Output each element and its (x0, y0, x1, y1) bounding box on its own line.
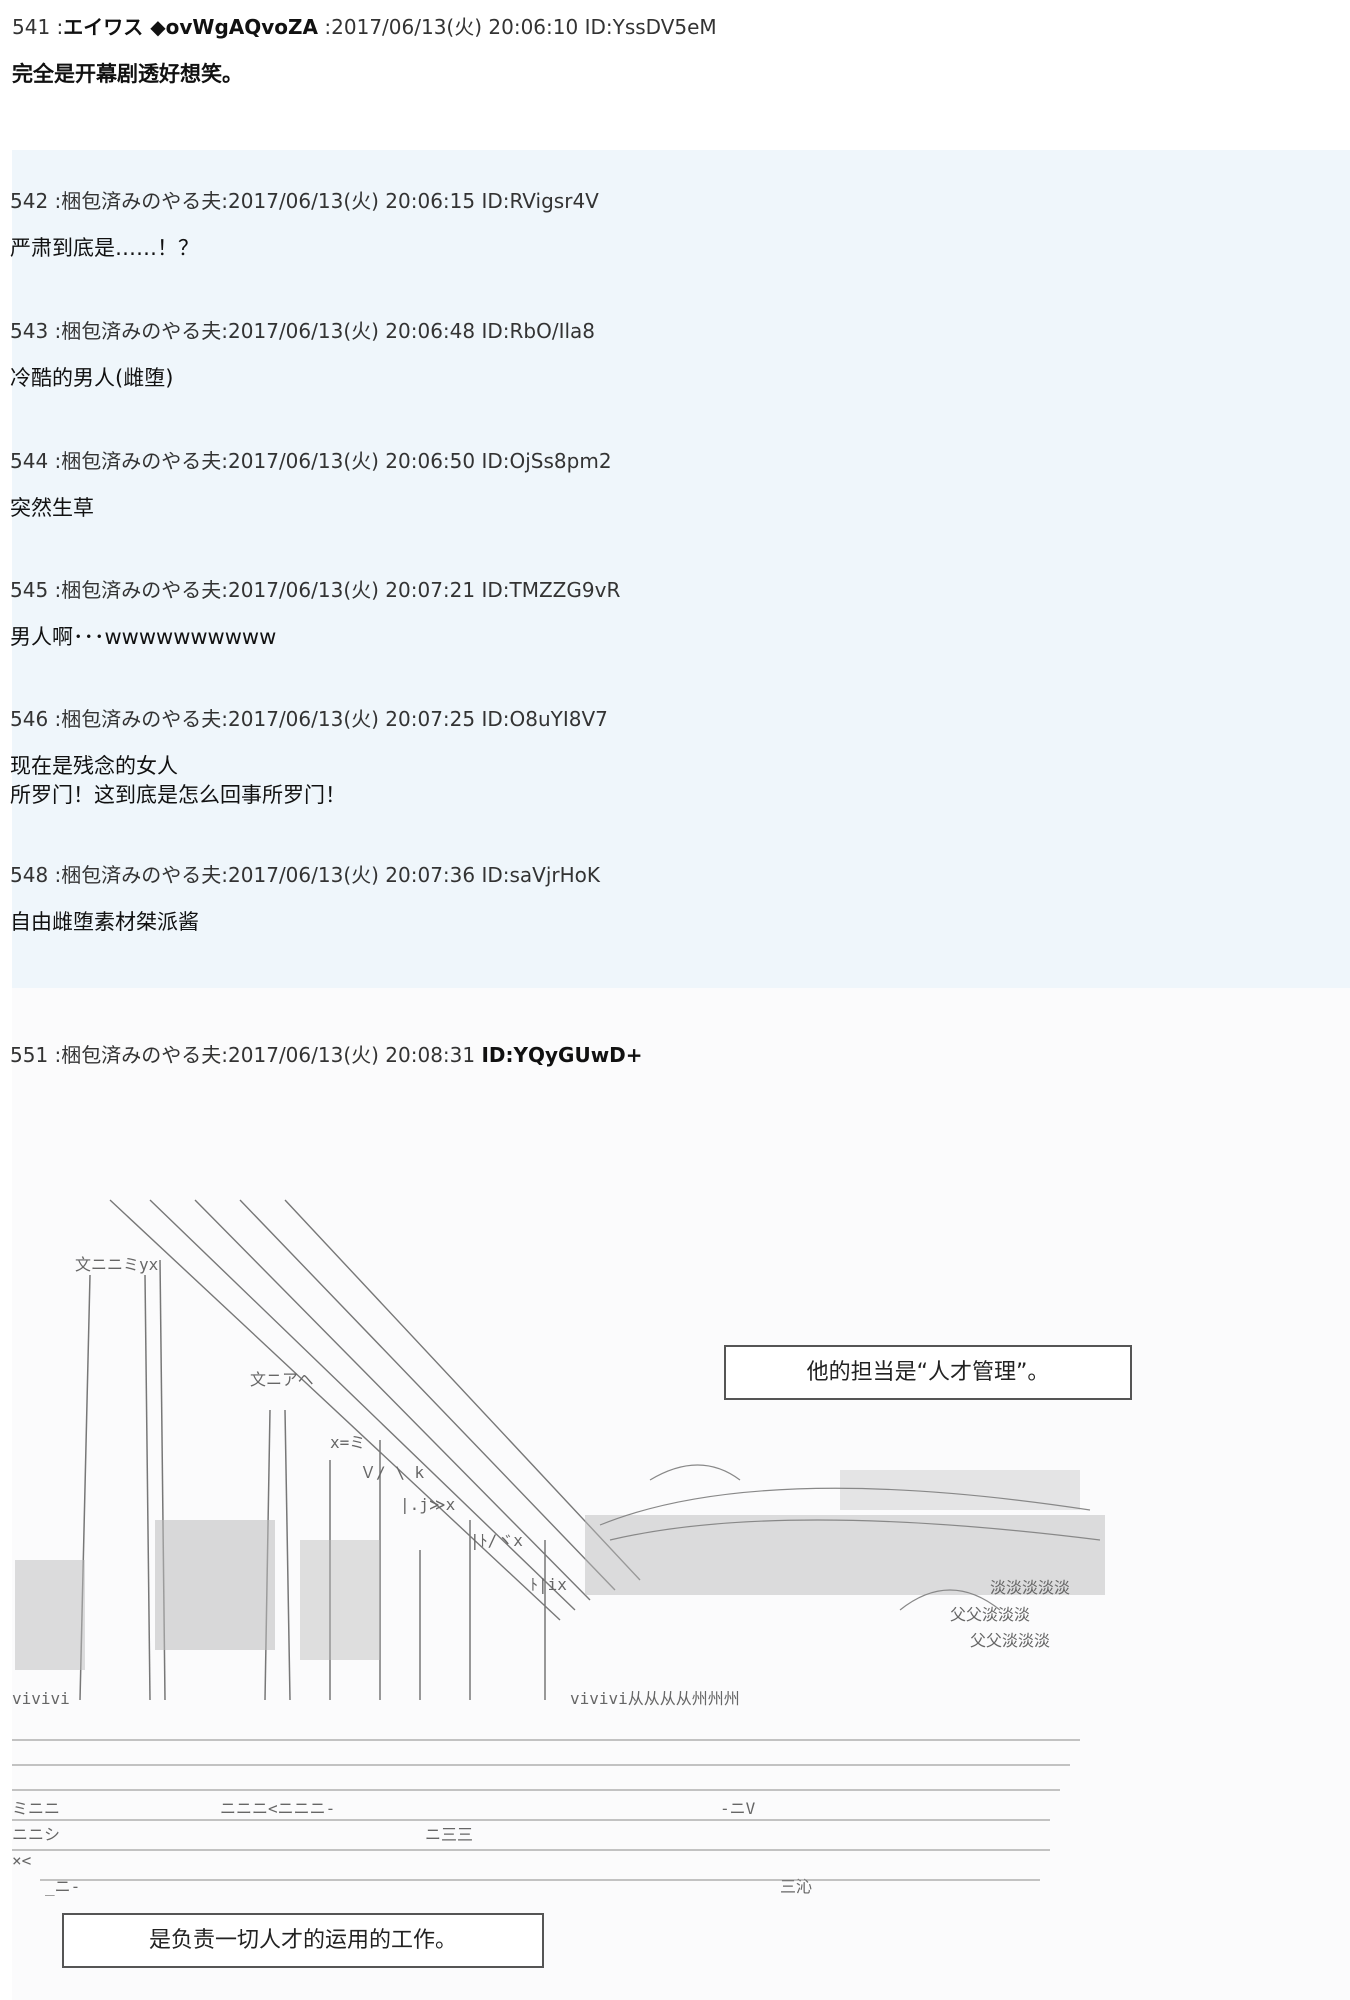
post-551-region (12, 988, 1350, 2000)
poster-id[interactable]: ID:O8uYI8V7 (481, 707, 608, 731)
light-rays (109, 1199, 641, 1621)
post-541: 541 :エイワス ◆ovWgAQvoZA :2017/06/13(火) 20:… (0, 0, 1350, 150)
svg-text:_ニ-: _ニ- (45, 1877, 80, 1896)
post-542: 542 :梱包済みのやる夫:2017/06/13(火) 20:06:15 ID:… (10, 189, 599, 260)
poster-name[interactable]: 梱包済みのやる夫 (61, 1043, 222, 1067)
post-body: 突然生草 (10, 496, 94, 520)
svg-text:父父淡淡淡: 父父淡淡淡 (950, 1605, 1030, 1624)
post-header: 541 :エイワス ◆ovWgAQvoZA :2017/06/13(火) 20:… (12, 15, 717, 39)
svg-text:Ｖ/ \ k: Ｖ/ \ k (360, 1463, 425, 1482)
post-545: 545 :梱包済みのやる夫:2017/06/13(火) 20:07:21 ID:… (10, 578, 621, 649)
poster-name[interactable]: 梱包済みのやる夫 (61, 319, 222, 343)
svg-text:文ニアヘ: 文ニアヘ (250, 1370, 314, 1389)
svg-text:×<: ×< (12, 1851, 31, 1870)
svg-text:ニ三三: ニ三三 (425, 1825, 473, 1844)
post-body: 冷酷的男人(雌堕) (10, 366, 174, 390)
svg-text:三沁: 三沁 (780, 1877, 812, 1896)
caption-box-2: 是负责一切人才的运用的工作。 (62, 1913, 544, 1968)
rooftop-curves (599, 1464, 1101, 1611)
poster-name[interactable]: エイワス ◆ovWgAQvoZA (63, 15, 319, 39)
caption-box-1: 他的担当是“人才管理”。 (724, 1345, 1132, 1400)
poster-name[interactable]: 梱包済みのやる夫 (61, 863, 222, 887)
svg-text:|.j≫x: |.j≫x (400, 1495, 456, 1514)
post-551: 551 :梱包済みのやる夫:2017/06/13(火) 20:08:31 ID:… (10, 1043, 643, 1067)
post-548: 548 :梱包済みのやる夫:2017/06/13(火) 20:07:36 ID:… (10, 863, 601, 934)
svg-text:x=ミ: x=ミ (330, 1433, 365, 1452)
poster-name[interactable]: 梱包済みのやる夫 (61, 449, 222, 473)
posts-highlight-region (12, 150, 1350, 988)
svg-text:vivivi从从从从州州州: vivivi从从从从州州州 (570, 1689, 740, 1708)
post-body: 严肃到底是……！？ (10, 236, 199, 260)
poster-id[interactable]: ID:YssDV5eM (584, 15, 717, 39)
ascii-art-illustration: 文ニニミyx 文ニアヘ x=ミ Ｖ/ \ k |.j≫x |ﾄ/ヾx ﾄ|ix … (12, 1199, 1105, 1896)
poster-id[interactable]: ID:YQyGUwD+ (481, 1043, 643, 1067)
post-546: 546 :梱包済みのやる夫:2017/06/13(火) 20:07:25 ID:… (10, 706, 608, 810)
post-body: 完全是开幕剧透好想笑。 (12, 62, 243, 86)
poster-id[interactable]: ID:RbO/Ila8 (481, 319, 596, 343)
poster-name[interactable]: 梱包済みのやる夫 (61, 707, 222, 731)
svg-text:父父淡淡淡: 父父淡淡淡 (970, 1631, 1050, 1650)
svg-text:ミニニ: ミニニ (12, 1799, 60, 1818)
svg-text:淡淡淡淡淡: 淡淡淡淡淡 (990, 1578, 1070, 1597)
svg-text:ニニニ<ニニニ-: ニニニ<ニニニ- (220, 1799, 335, 1818)
svg-text:|ﾄ/ヾx: |ﾄ/ヾx (470, 1531, 523, 1550)
post-543: 543 :梱包済みのやる夫:2017/06/13(火) 20:06:48 ID:… (10, 319, 596, 390)
caption-text: 是负责一切人才的运用的工作。 (148, 1927, 457, 1953)
poster-id[interactable]: ID:OjSs8pm2 (481, 449, 612, 473)
poster-id[interactable]: ID:saVjrHoK (481, 863, 601, 887)
svg-text:ﾄ|ix: ﾄ|ix (530, 1575, 567, 1594)
poster-id[interactable]: ID:RVigsr4V (481, 189, 599, 213)
post-body: 自由雌堕素材桀派酱 (10, 910, 199, 934)
poster-name[interactable]: 梱包済みのやる夫 (61, 578, 222, 602)
post-body: 现在是残念的女人 所罗门！这到底是怎么回事所罗门！ (10, 754, 346, 807)
svg-text:ニニシ: ニニシ (12, 1825, 60, 1844)
caption-text: 他的担当是“人才管理”。 (806, 1359, 1050, 1385)
svg-text:-ニV: -ニV (720, 1799, 756, 1818)
poster-id[interactable]: ID:TMZZG9vR (481, 578, 621, 602)
post-544: 544 :梱包済みのやる夫:2017/06/13(火) 20:06:50 ID:… (10, 449, 612, 520)
ascii-rows: 文ニニミyx 文ニアヘ x=ミ Ｖ/ \ k |.j≫x |ﾄ/ヾx ﾄ|ix … (12, 1255, 1070, 1896)
svg-text:vivivi: vivivi (12, 1689, 70, 1708)
svg-text:文ニニミyx: 文ニニミyx (75, 1255, 159, 1274)
ground-lines (12, 1739, 1080, 1881)
post-body: 男人啊･･･wwwwwwwwww (10, 625, 277, 649)
poster-name[interactable]: 梱包済みのやる夫 (61, 189, 222, 213)
